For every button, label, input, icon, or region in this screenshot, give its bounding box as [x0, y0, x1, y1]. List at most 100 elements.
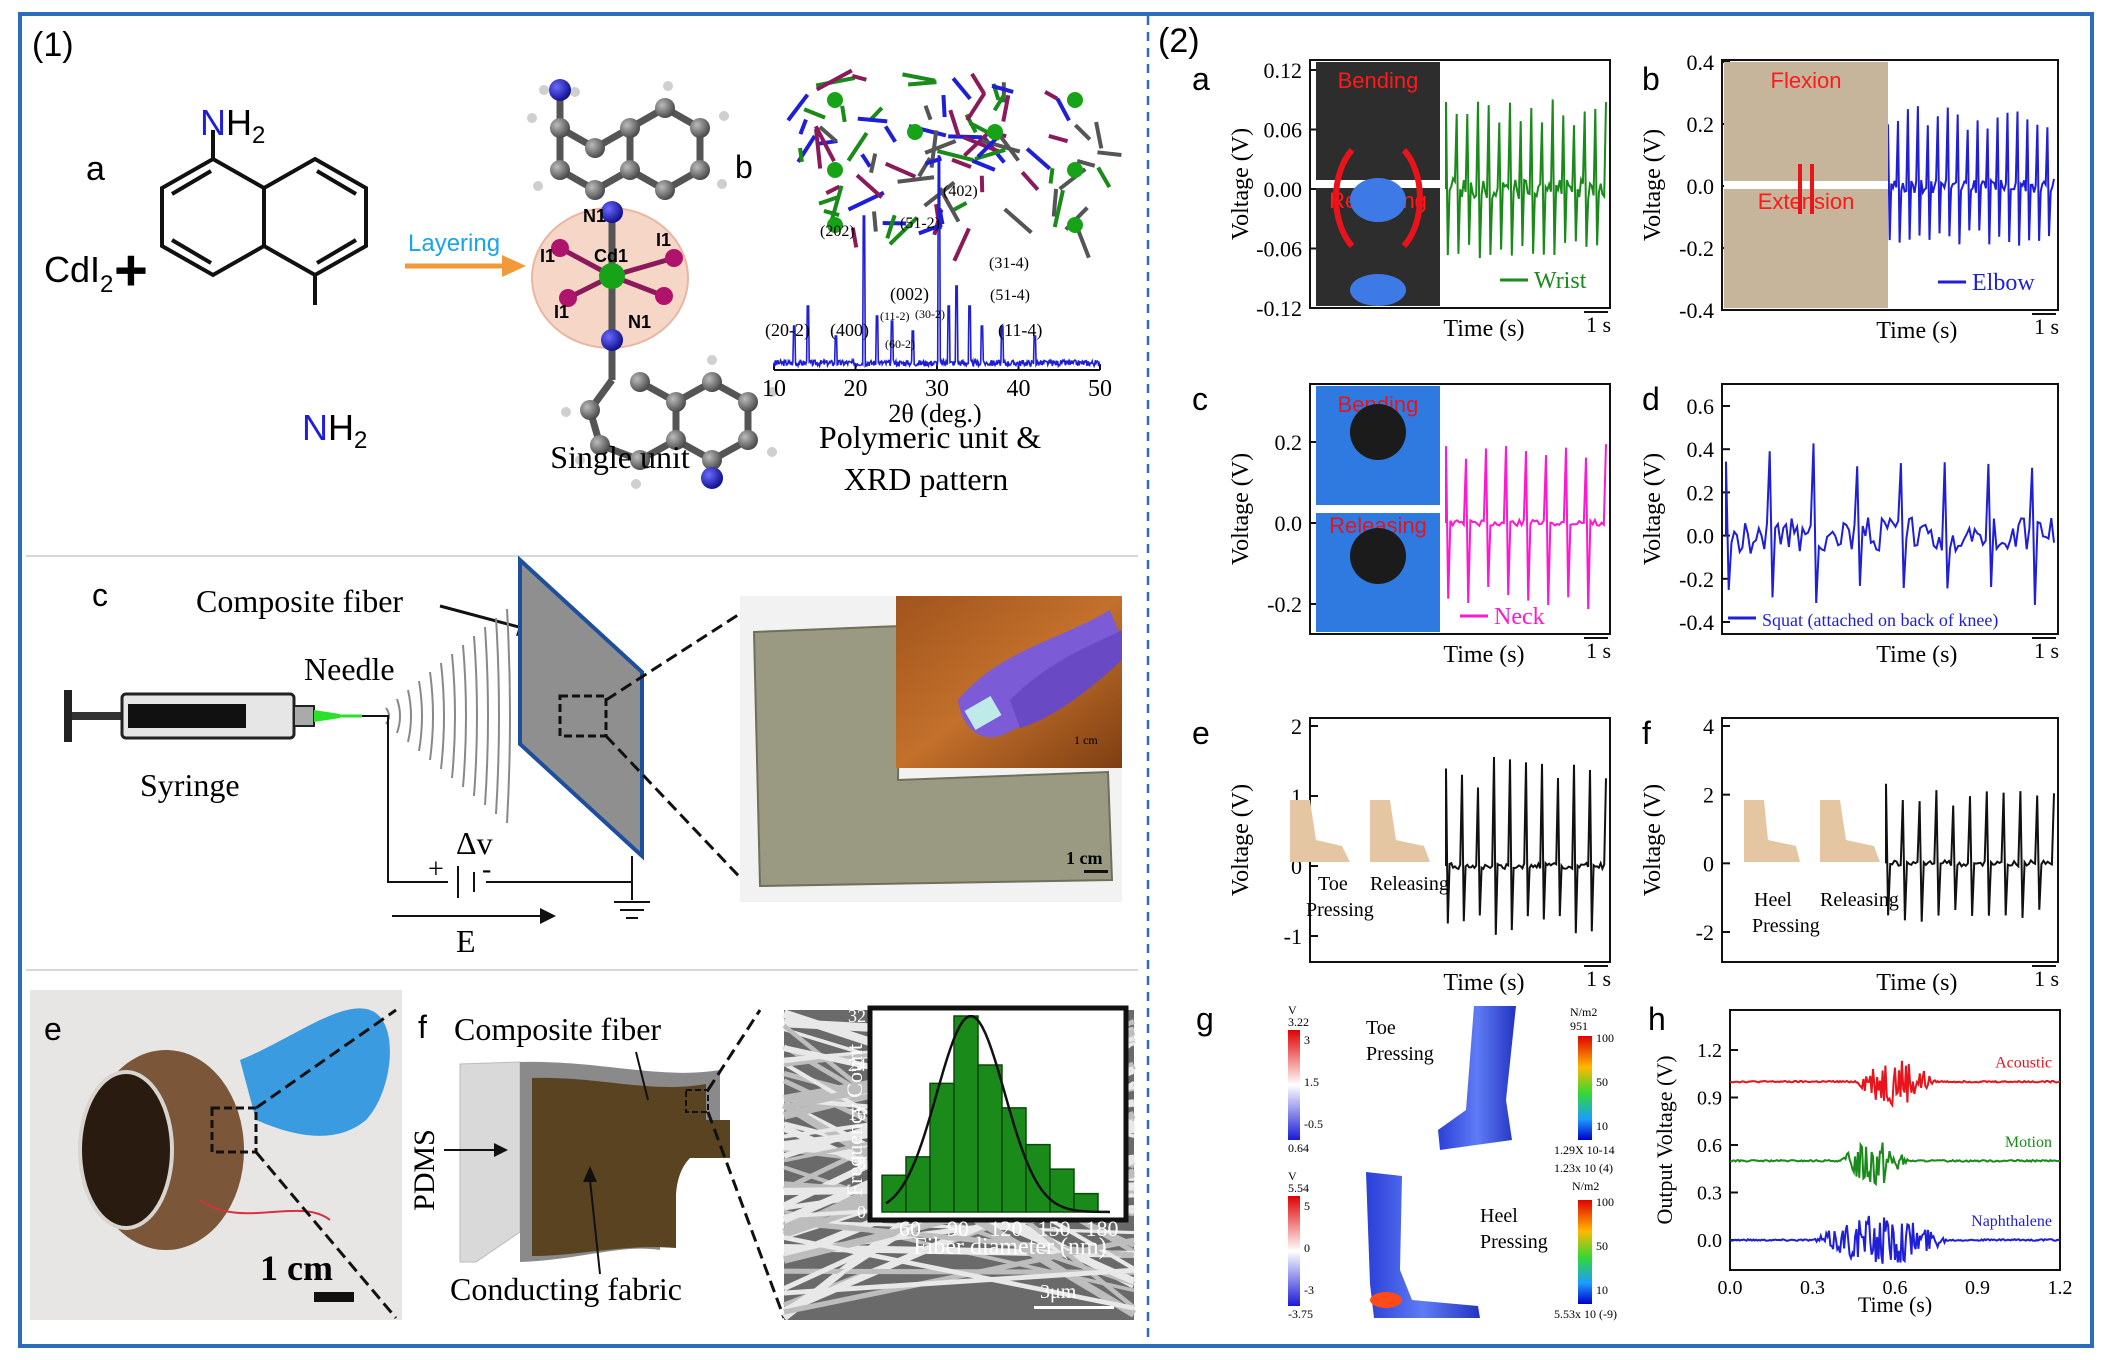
conducting-fabric-layer [532, 1077, 730, 1256]
colorbar-label: 3.22 [1288, 1015, 1309, 1029]
xrd-peak-label: (202) [820, 223, 855, 240]
colorbar-label: -0.5 [1304, 1117, 1323, 1131]
x-axis-label: Time (s) [1876, 970, 1957, 996]
polymer-bond [923, 105, 933, 121]
y-tick-label: -0.2 [1679, 567, 1714, 592]
polymer-cd-atom [1067, 92, 1083, 108]
polymer-bond [828, 185, 844, 224]
colorbar-label: -3 [1304, 1283, 1314, 1297]
colorbar-label: 1.29X 10-14 [1554, 1143, 1615, 1157]
atom-label-i1: I1 [656, 230, 671, 250]
polymer-bond [823, 209, 840, 217]
polymer-bond [941, 94, 947, 118]
polymer-bond [907, 80, 937, 87]
iodine-atom [665, 249, 683, 267]
polymer-bond [1020, 170, 1040, 192]
series-label: Motion [2005, 1134, 2052, 1151]
y-tick-label: 0.12 [1264, 58, 1303, 83]
voltage-trace [1445, 99, 1607, 259]
y-tick-label: -0.4 [1679, 298, 1714, 323]
colorbar-label: 100 [1596, 1195, 1614, 1209]
iodine-atom [559, 289, 577, 307]
polymer-bond [855, 173, 884, 199]
y-tick-label: -0.06 [1256, 237, 1302, 262]
polymer-bond [840, 105, 847, 123]
polymer-bond [818, 125, 838, 143]
nitrogen-atom [601, 201, 623, 223]
atom-label-i1: I1 [554, 302, 569, 322]
histogram-bar [1049, 1168, 1075, 1213]
subpanel-letter: e [1192, 715, 1210, 751]
sem-scale-bar [1034, 1306, 1114, 1309]
subpanel-b-letter: b [735, 149, 753, 185]
iodine-atom [551, 239, 569, 257]
zoom-box [210, 1106, 258, 1154]
amine-top: NH2 [200, 102, 265, 149]
hist-tick-label: 90 [947, 1216, 969, 1241]
pdms-pointer-head [494, 1143, 508, 1157]
d-scale-label: 1 cm [1066, 848, 1102, 868]
histogram-bar [953, 1015, 979, 1213]
f-label-left-1: Heel [1754, 889, 1792, 911]
colorbar-label: N/m2 [1570, 1005, 1597, 1019]
polymer-bond [871, 211, 878, 232]
circuit-wires [362, 715, 650, 919]
x-tick-label: 0.9 [1965, 1277, 1990, 1299]
hydrogen-atoms [527, 81, 777, 489]
axes-frame [1721, 383, 2059, 635]
y-axis-label: Voltage (V) [1640, 453, 1666, 565]
polymer-bond [970, 72, 986, 95]
time-scale-label: 1 s [1586, 966, 1611, 991]
y-tick-label: 0 [1703, 851, 1714, 876]
colorbar-label: 1.23x 10 (4) [1554, 1161, 1613, 1175]
polymer-cd-atom [827, 162, 843, 178]
y-tick-label: 4 [1703, 714, 1714, 739]
outer-frame [18, 12, 2094, 1348]
histogram-bar [1073, 1192, 1099, 1213]
polymer-bond [815, 68, 853, 92]
y-tick-label: 0.3 [1697, 1183, 1722, 1205]
xrd-peak-label: (402) [943, 183, 978, 200]
atom-label-n1: N1 [583, 206, 606, 226]
x-axis-label: Time (s) [1443, 316, 1524, 342]
syringe-label: Syringe [140, 767, 240, 803]
legend-label: Neck [1494, 604, 1545, 630]
colorbar-label: N/m2 [1572, 1179, 1599, 1193]
electrospinning-c: c Composite fiber Needle Syringe Δv + [64, 555, 754, 959]
xrd-xlabel: 2θ (deg.) [888, 399, 981, 428]
voltage-trace [1725, 443, 2055, 606]
polymer-bond [1076, 159, 1096, 168]
sem-fiber [783, 1237, 1135, 1315]
subpanel-c-letter: c [92, 577, 108, 613]
polymer-bond [1044, 90, 1059, 101]
polymer-bond [888, 216, 919, 246]
polymer-bond [885, 214, 897, 239]
y-tick-label: 0.4 [1687, 437, 1715, 462]
xrd-peak-label: (11-2) [880, 309, 910, 323]
polymer-cd-atom [1067, 217, 1083, 233]
polymer-bond [948, 109, 961, 137]
voltage-trace [1885, 783, 2055, 922]
polymer-cd-atom [987, 124, 1003, 140]
y-tick-label: 0.2 [1687, 112, 1715, 137]
field-label: E [456, 923, 476, 959]
sem-fiber [783, 1267, 1135, 1296]
polymer-bond [882, 221, 907, 226]
subpanel-letter: a [1192, 61, 1210, 97]
xrd-tick-label: 50 [1088, 376, 1112, 402]
subpanel-letter: c [1192, 381, 1208, 417]
zoom-line [605, 604, 753, 702]
colorbar-label: 50 [1596, 1075, 1608, 1089]
naphthalene-structure [160, 130, 368, 305]
polymer-bond [798, 147, 804, 163]
y-tick-label: 0.0 [1697, 1230, 1722, 1252]
polymer-bond [962, 135, 1000, 154]
pdms-layer [459, 1061, 521, 1263]
y-tick-label: 0.0 [1275, 511, 1303, 536]
y-tick-label: -0.4 [1679, 610, 1714, 635]
polymer-bond [951, 157, 972, 169]
